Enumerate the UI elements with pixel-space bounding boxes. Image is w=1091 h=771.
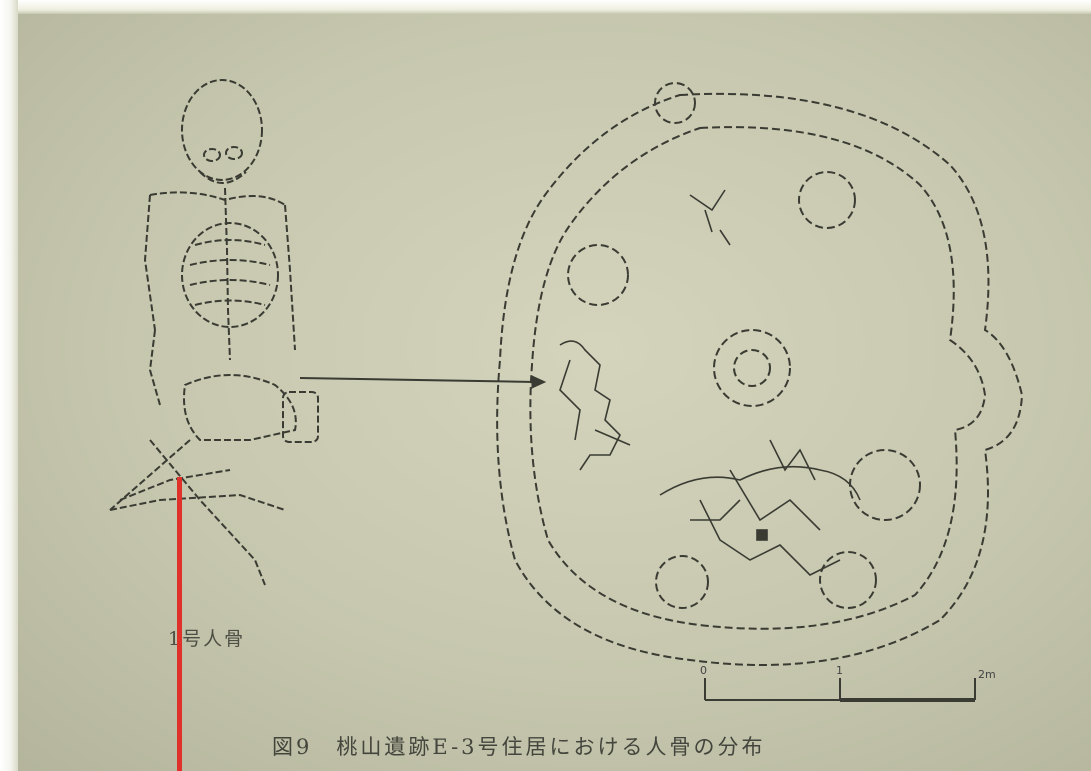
fibula [119,469,231,501]
page-left-edge [0,0,18,771]
hearth-outer [713,329,791,407]
dwelling-outer-wall [496,92,1024,666]
entrance-post [654,82,696,124]
bone-scatter [559,189,861,576]
eye-socket-right [225,146,243,160]
pointer-arrow [299,375,547,389]
small-bones-top [689,189,731,246]
jaw [199,171,247,184]
scale-label-end: 2m [978,668,996,681]
ribs [189,239,271,306]
post-hole-w [567,244,629,306]
scale-label-mid: 1 [836,664,843,677]
skull-fragment [756,529,768,541]
spine [224,187,231,361]
post-hole-ne [798,171,856,229]
eye-socket-left [203,148,221,162]
hearth-inner [733,349,771,387]
clavicle [149,191,286,206]
tibia [149,439,266,586]
rib-cage [181,222,279,328]
red-marker-line [177,477,182,771]
skeleton-in-dwelling [559,340,631,471]
lower-leg [109,493,286,511]
right-humerus [284,204,296,351]
bone-cluster-center [659,439,861,576]
figure-caption: 図9 桃山遺跡E-3号住居における人骨の分布 [272,735,766,759]
femur [109,439,191,511]
left-humerus [143,194,156,331]
dwelling-inner-wall [529,126,987,630]
skeleton-label: 1号人骨 [168,628,246,650]
skeleton-drawing [109,79,319,586]
page-top-edge [0,0,1091,14]
left-forearm [148,329,161,406]
scale-bar [704,678,976,702]
skull [181,79,263,181]
pelvis [183,374,297,441]
post-hole-se [849,449,921,521]
scale-label-start: 0 [700,664,707,677]
right-femur-head [282,391,319,443]
post-hole-sw [655,555,709,609]
pit-dwelling-plan [496,82,1024,666]
post-hole-s [819,551,877,609]
